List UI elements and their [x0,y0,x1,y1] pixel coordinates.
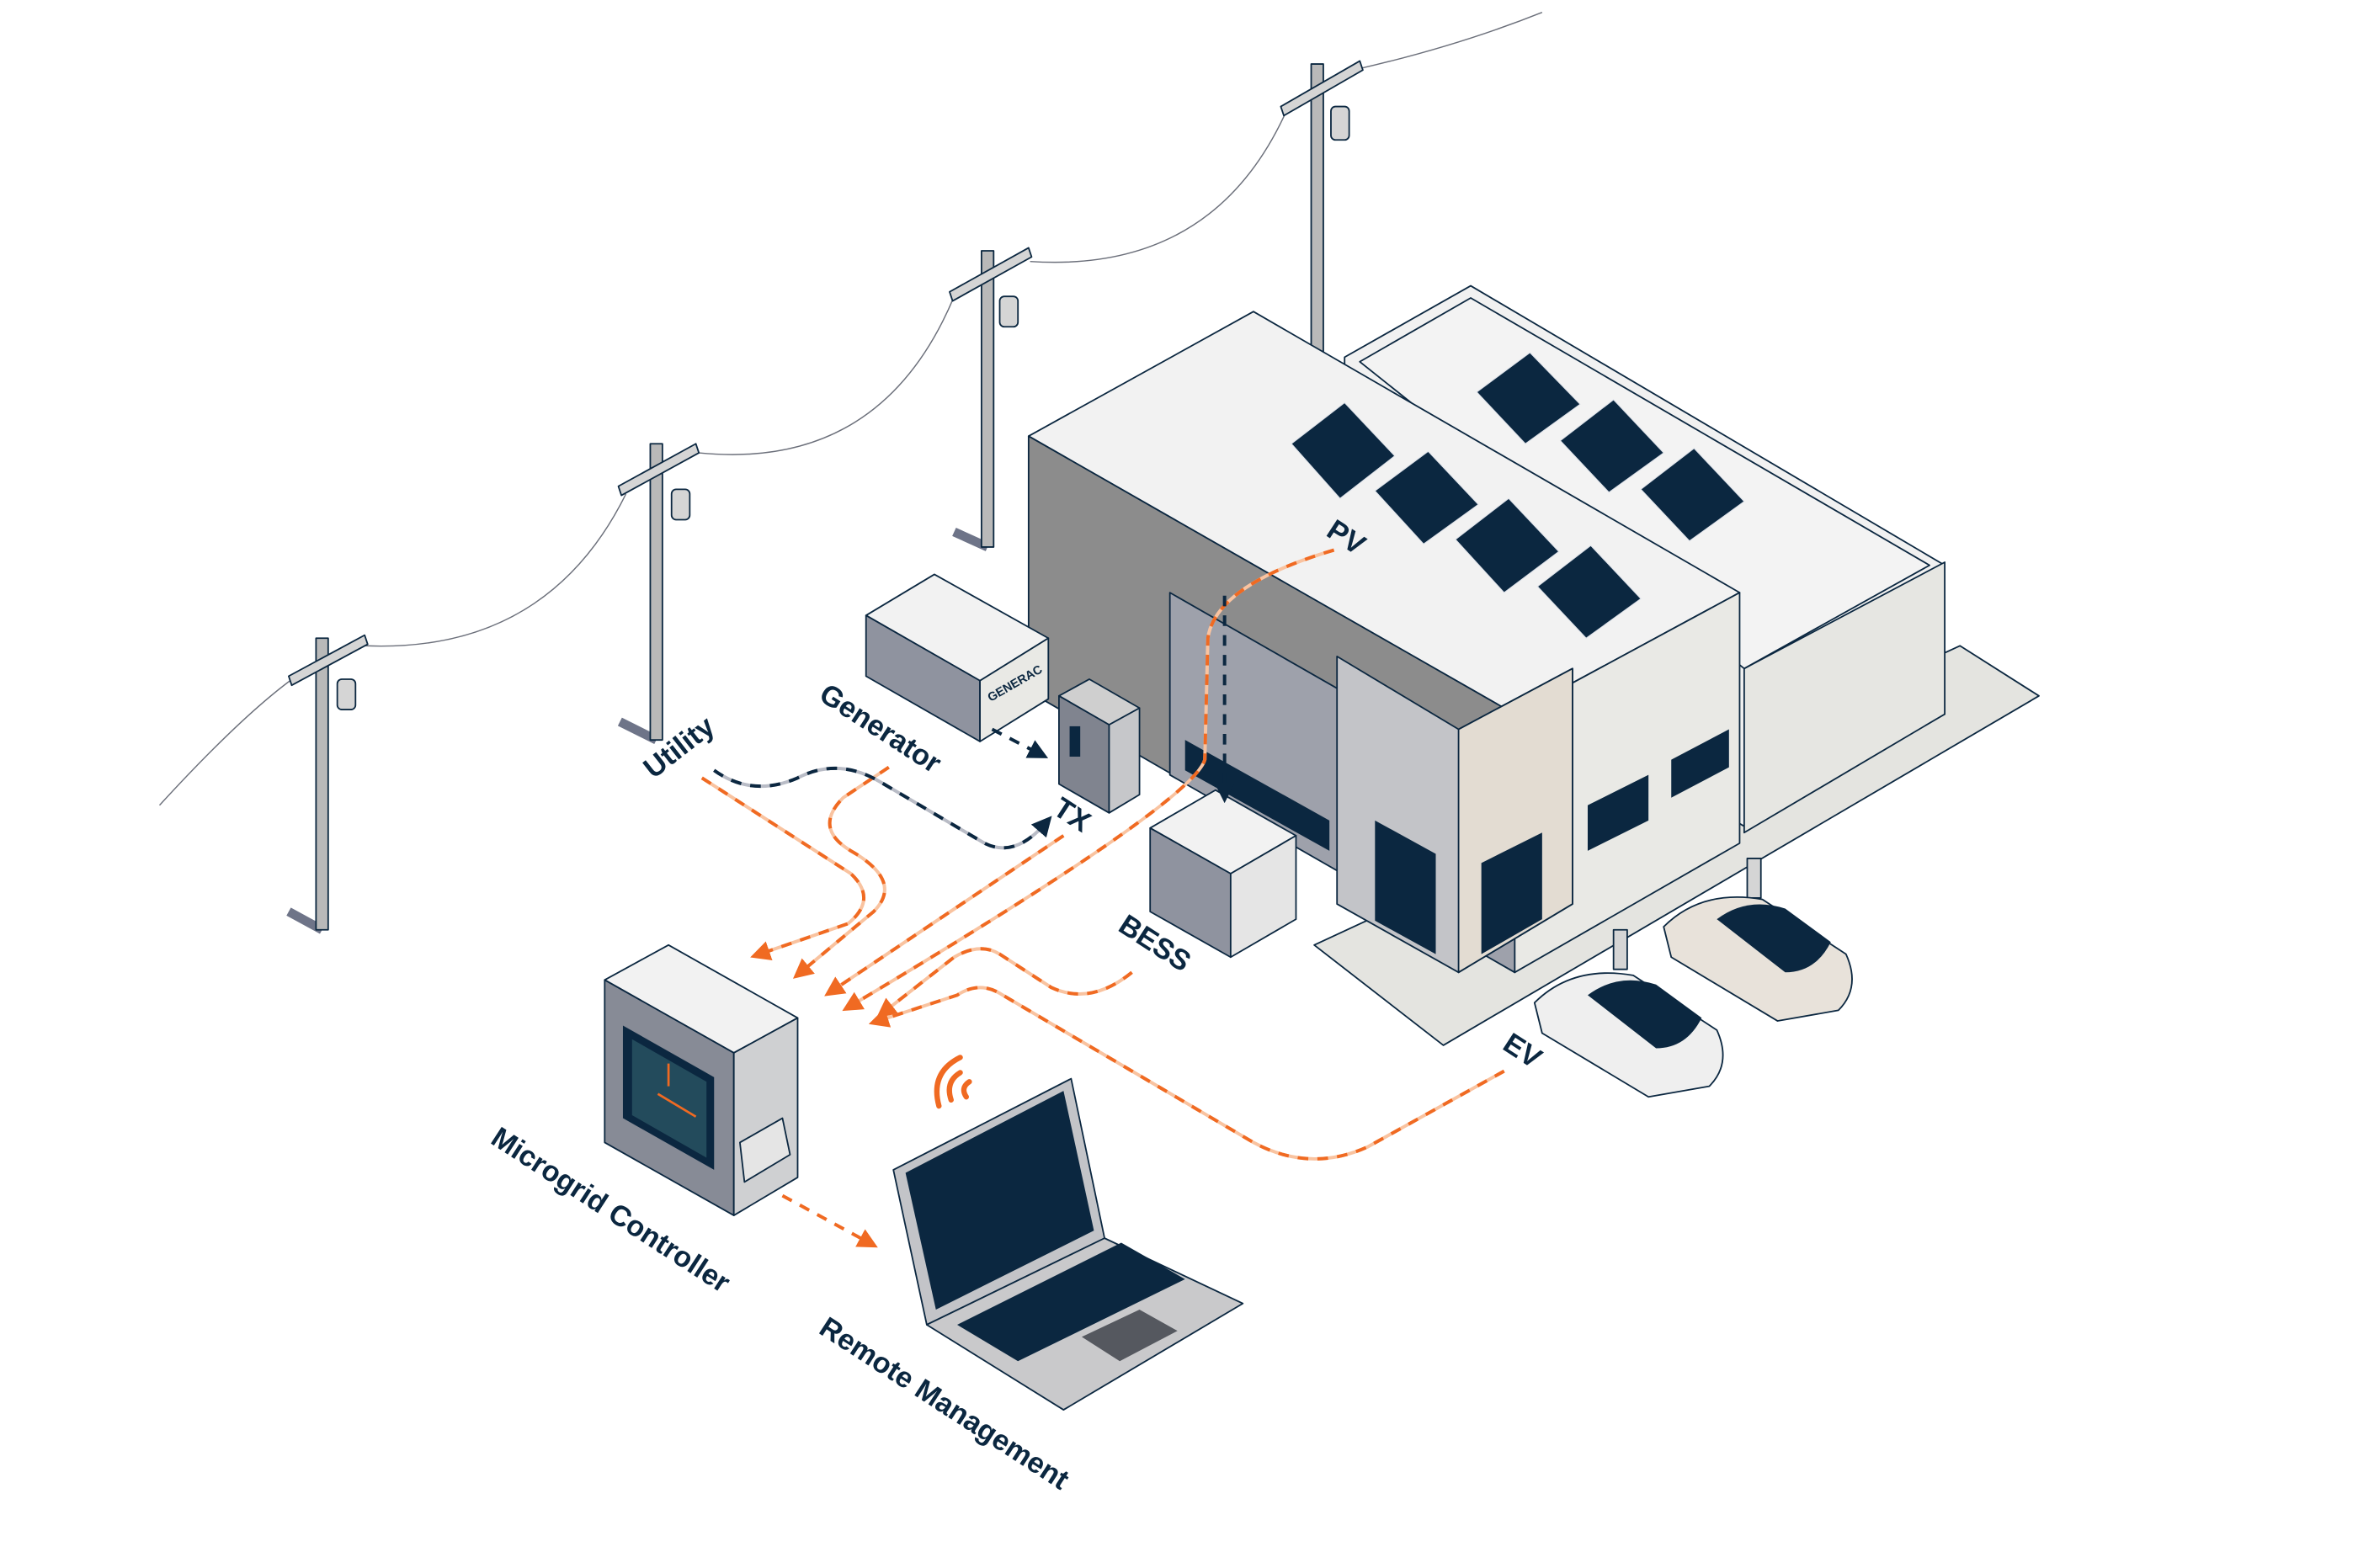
flow-utility [700,776,865,961]
solar-panel [1640,447,1745,542]
solar-panel [1476,352,1581,444]
solar-panel [1536,545,1642,639]
label-ev: EV [1498,1027,1547,1075]
ev-charger [1746,858,1762,899]
microgrid-controller [604,943,799,1216]
flow-pv [842,548,1335,1012]
controller-handle [739,1117,791,1183]
flow-generator [792,765,890,979]
solar-panel [1559,399,1665,493]
wifi-icon [934,1055,972,1109]
solar-panel [1455,497,1560,593]
laptop [892,1055,1244,1411]
power-flows [700,548,1505,1248]
bess-unit [1149,789,1297,959]
flow-generator-tx [991,727,1049,758]
flow-ev [868,986,1505,1161]
utility-pole [949,247,1033,551]
ev-charger [1612,928,1628,970]
flow-bess [876,947,1133,1018]
flow-tx [824,834,1065,997]
car [1533,972,1724,1098]
car [1663,896,1853,1022]
solar-panels [1291,352,1745,639]
power-lines [158,12,1543,806]
flow-utility-tx [713,766,1047,850]
ev-cars [1533,858,1853,1098]
solar-panel [1374,450,1479,545]
utility-pole [617,443,700,745]
utility-pole [1280,60,1364,353]
flow-utility-tx [713,766,1052,850]
building-main [1027,311,1741,974]
utility-poles [286,60,1364,934]
utility-pole [286,634,369,934]
generator: GENERAC [865,573,1050,742]
solar-panel [1291,401,1396,499]
flow-remote [781,1193,878,1248]
transformer-tx [1058,678,1141,814]
